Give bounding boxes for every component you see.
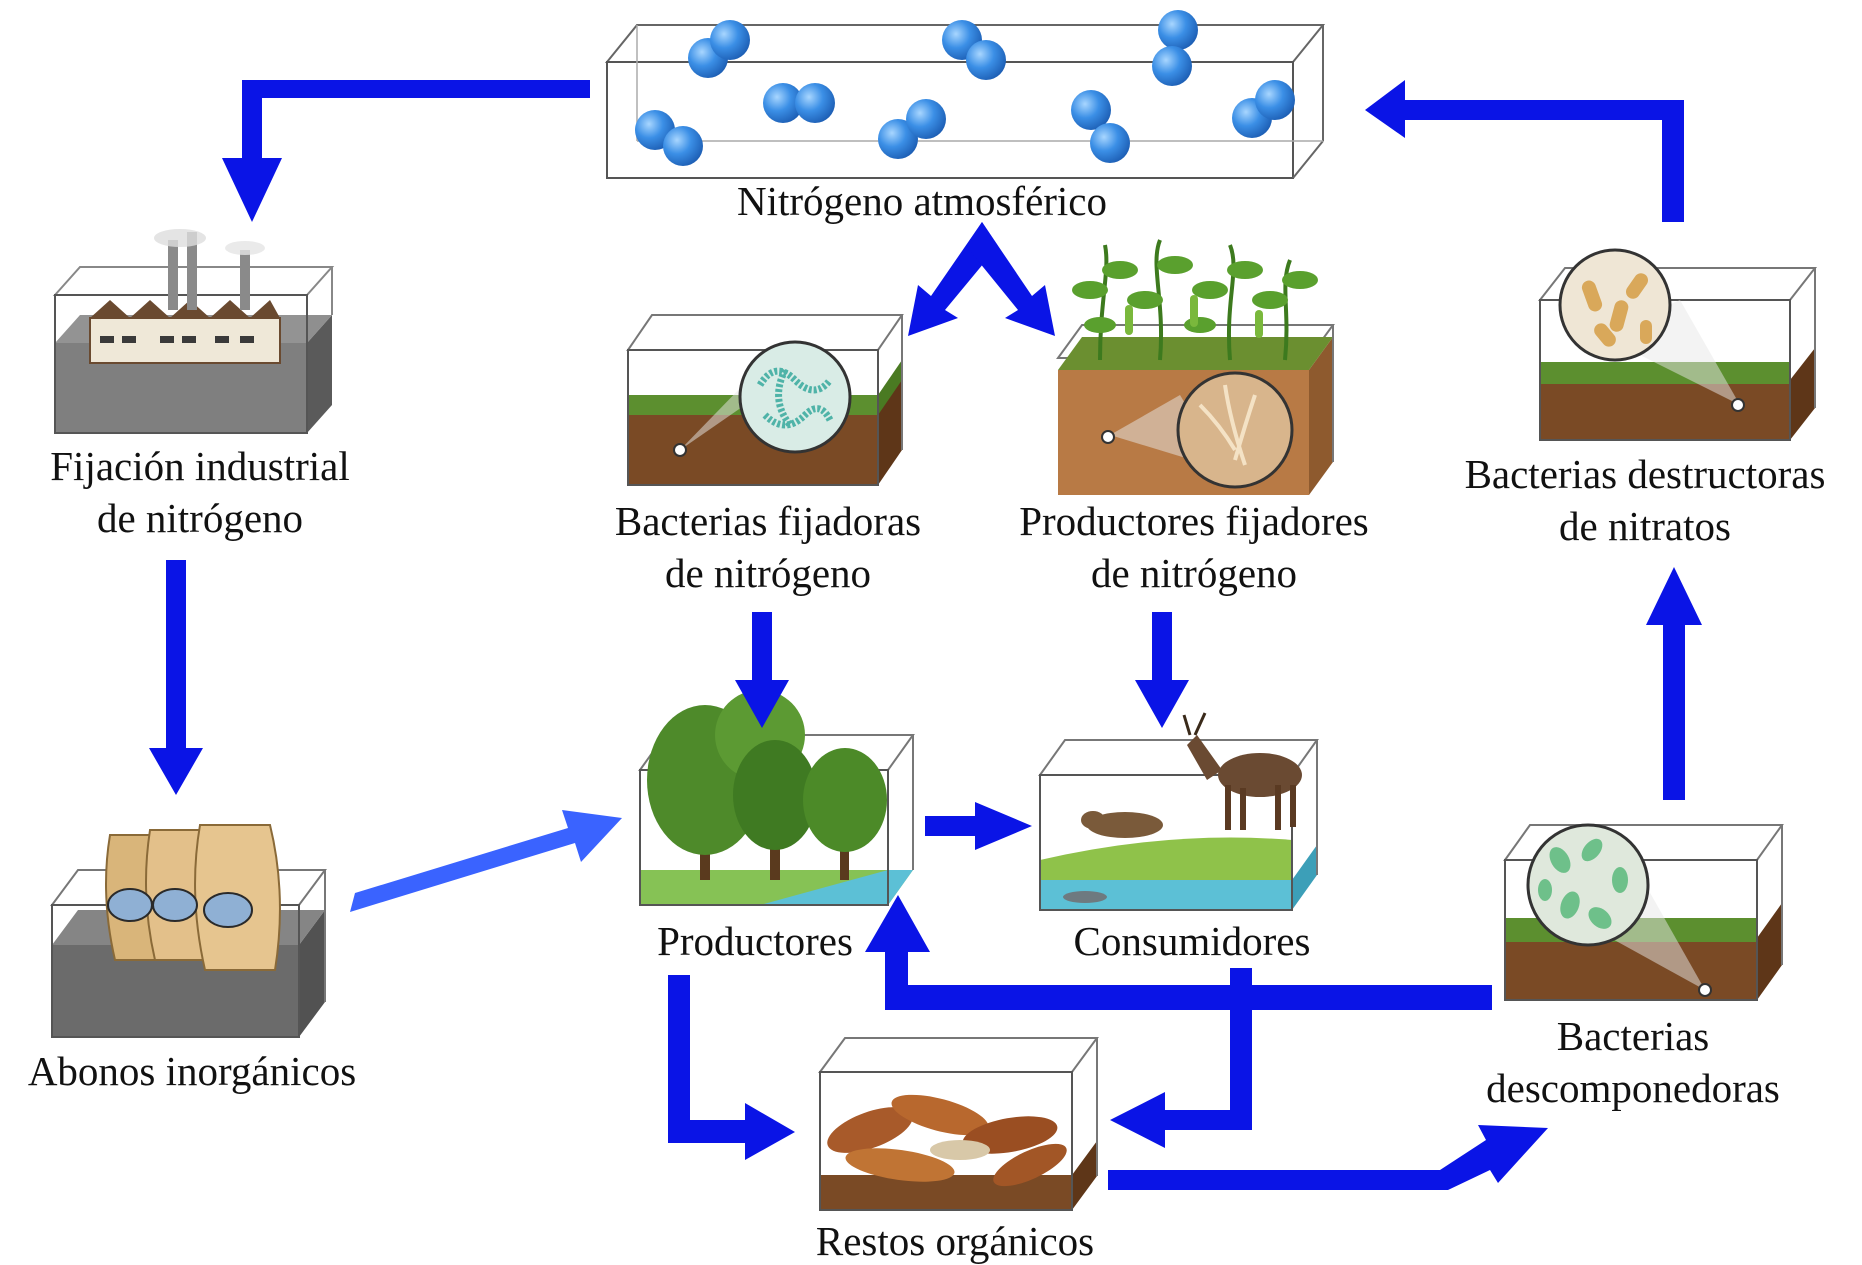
spiral-bacteria-magnifier-icon (673, 340, 852, 457)
label-industrial-fixation-line1: Fijación industrial (50, 443, 350, 489)
arrow-fixing-producers-to-consumers (1135, 612, 1189, 728)
rod-bacteria-magnifier-icon (1558, 248, 1745, 412)
consumers-box (1038, 712, 1319, 911)
industrial-fixation-box (52, 229, 335, 434)
arrow-decomposers-to-producers (865, 895, 1492, 1010)
label-fixing-producers-line1: Productores fijadores (1019, 498, 1369, 544)
arrow-consumers-to-organic-remains (1110, 968, 1252, 1148)
arrow-decomposers-to-denitrifying (1646, 567, 1702, 800)
factory-icon (89, 229, 281, 364)
arrow-atmosphere-to-industrial (222, 80, 590, 222)
decomposer-bacteria-box (1503, 823, 1784, 1001)
label-industrial-fixation-line2: de nitrógeno (97, 495, 303, 541)
atmosphere-box (604, 10, 1326, 179)
label-denitrifying-bacteria-line1: Bacterias destructoras (1465, 451, 1826, 497)
fertilizer-box (50, 824, 327, 1038)
arrow-producers-to-consumers (925, 802, 1032, 850)
legume-plant-root-nodules-icon (1072, 239, 1318, 489)
arrow-fertilizers-to-producers (350, 810, 622, 912)
producers-box (638, 690, 915, 906)
deer-animals-icon (1063, 712, 1302, 903)
trees-icon (647, 690, 887, 880)
label-fixing-bacteria-line1: Bacterias fijadoras (615, 498, 921, 544)
arrow-fixing-bacteria-to-producers (735, 612, 789, 728)
n2-molecules-icon (635, 10, 1295, 166)
label-organic-remains: Restos orgánicos (816, 1218, 1094, 1264)
organic-remains-box (818, 1037, 1099, 1211)
label-consumers: Consumidores (1074, 918, 1311, 964)
arrow-industrial-to-fertilizers (149, 560, 203, 795)
dead-leaves-icon (827, 1094, 1067, 1187)
fixing-bacteria-box (626, 314, 904, 486)
label-inorganic-fertilizers: Abonos inorgánicos (28, 1048, 356, 1094)
label-decomposer-bacteria-line2: descomponedoras (1486, 1065, 1780, 1111)
label-producers: Productores (657, 918, 853, 964)
bacteria-magnifier-icon (1526, 823, 1712, 997)
arrow-denitrifying-to-atmosphere (1365, 80, 1684, 222)
fertilizer-bags-icon (105, 824, 281, 971)
arrow-producers-to-organic-remains (668, 975, 795, 1160)
label-atmospheric-nitrogen: Nitrógeno atmosférico (737, 178, 1107, 224)
label-fixing-producers-line2: de nitrógeno (1091, 550, 1297, 596)
arrow-atmosphere-to-fixing-producers (966, 222, 1055, 336)
label-decomposer-bacteria-line1: Bacterias (1557, 1013, 1710, 1059)
fixing-producers-box (1056, 239, 1335, 495)
label-denitrifying-bacteria-line2: de nitratos (1559, 503, 1731, 549)
label-fixing-bacteria-line2: de nitrógeno (665, 550, 871, 596)
denitrifying-bacteria-box (1537, 248, 1818, 441)
arrow-organic-remains-to-decomposers (1108, 1125, 1548, 1190)
